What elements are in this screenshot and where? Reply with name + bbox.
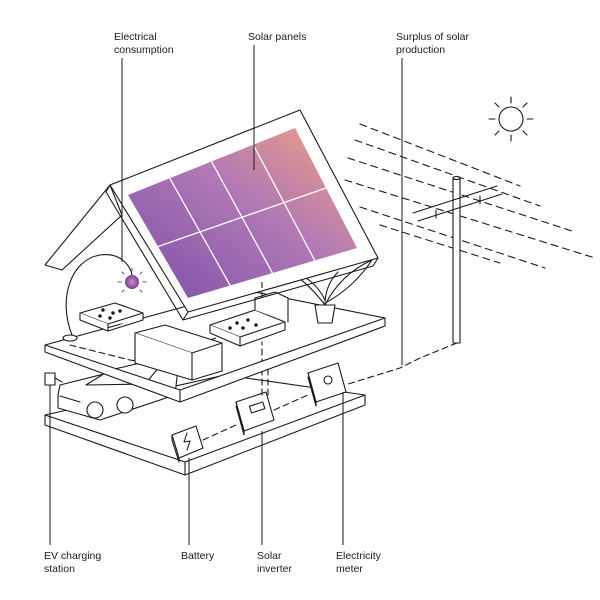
label-ev-charging-station: EV charging station [44,550,101,575]
label-line: Electrical [114,31,157,43]
lamp-arm [65,254,133,336]
label-line: Surplus of solar [396,31,469,43]
label-electricity-meter: Electricity meter [336,550,381,575]
light-bulb-icon [125,275,139,289]
solar-inverter-box [235,391,275,436]
label-line: inverter [257,562,293,575]
label-line: station [44,562,75,575]
label-solar-panels: Solar panels [248,31,306,44]
battery-icon [171,425,204,463]
label-line: meter [336,562,363,575]
label-line: Battery [181,550,215,562]
label-line: EV charging [44,550,102,562]
label-surplus-solar-production: Surplus of solar production [396,31,469,56]
stove-left [79,302,144,332]
label-solar-inverter: Solar inverter [257,550,292,575]
upper-floor-slab [44,289,386,403]
label-line: Solar panels [248,31,307,43]
label-line: consumption [114,43,174,56]
sunlight-rays [344,123,596,269]
kitchen-cabinet [134,324,223,381]
sun-icon [488,96,534,142]
solar-panel-array [128,128,357,298]
electricity-meter-box [307,362,347,407]
roof-left-gable [44,184,123,271]
ev-charging-station [44,372,63,386]
stove-right [209,291,289,347]
grid-connection-line [344,342,458,386]
label-battery: Battery [181,550,214,563]
bulb-glow-rays [117,267,147,293]
utility-pole [412,175,503,344]
label-electrical-consumption: Electrical consumption [114,31,174,56]
roof-frame-edge [105,184,379,321]
label-line: production [396,43,446,56]
wall-outlet [62,334,78,342]
label-line: Solar [257,550,282,562]
label-line: Electricity [336,550,381,562]
